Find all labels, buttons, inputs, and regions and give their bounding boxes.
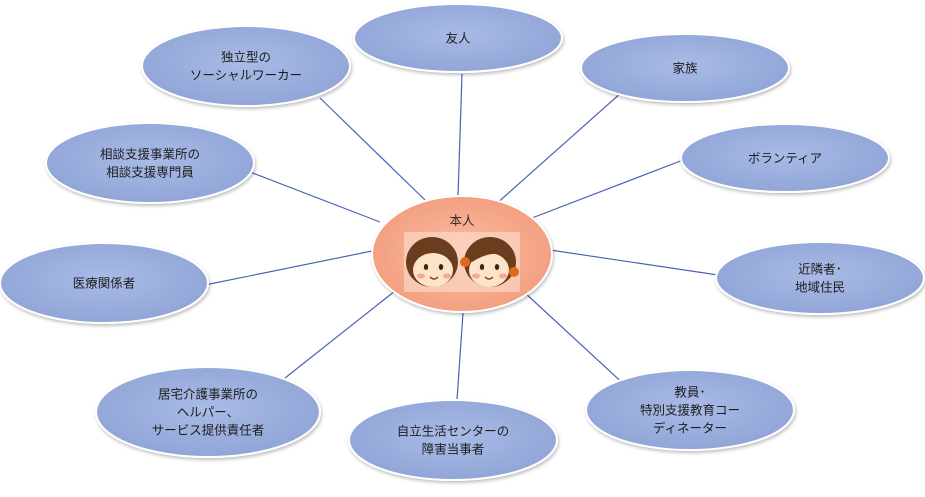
node-label-line: 自立生活センターの [397, 424, 510, 439]
node-label-line: 特別支援教育コー [640, 403, 740, 418]
node-label-line: 家族 [672, 61, 698, 76]
center-node: 本人 [371, 195, 553, 313]
node-family: 家族 [580, 33, 790, 103]
node-volunteer: ボランティア [680, 123, 890, 193]
connector-line [457, 73, 463, 197]
node-ellipse [95, 366, 321, 458]
node-label-line: 独立型の [221, 50, 271, 65]
boy-face-icon [406, 237, 458, 287]
node-ellipse [585, 369, 795, 451]
girl-face-icon [460, 237, 519, 287]
node-label-line: ソーシャルワーカー [190, 68, 302, 83]
node-ellipse [141, 25, 351, 107]
node-ellipse [580, 33, 790, 103]
node-ellipse [715, 241, 925, 315]
node-label-line: 医療関係者 [73, 276, 136, 291]
node-label-line: 友人 [445, 31, 471, 46]
node-label-line: 地域住民 [795, 280, 845, 295]
connector-line [204, 250, 373, 286]
connector-line [284, 290, 396, 379]
connector-line [319, 97, 426, 201]
node-neighbors: 近隣者･ 地域住民 [715, 241, 925, 315]
node-ellipse [0, 242, 209, 324]
connector-line [523, 291, 629, 389]
connector-lines [204, 73, 719, 401]
node-label-line: ボランティア [748, 151, 822, 166]
connector-line [494, 91, 623, 206]
node-label-line: 近隣者･ [798, 262, 842, 277]
node-friends: 友人 [353, 3, 563, 73]
connector-line [531, 159, 684, 219]
node-ellipse [353, 3, 563, 73]
center-label: 本人 [449, 213, 475, 228]
connector-line [456, 312, 464, 401]
node-ellipse [45, 122, 255, 204]
node-label-line: 居宅介護事業所の [158, 387, 258, 402]
node-label-line: 教員･ [674, 385, 705, 400]
node-label-line: 相談支援専門員 [106, 165, 194, 180]
connector-line [549, 249, 719, 276]
node-label-line: ディネーター [653, 421, 727, 436]
node-ellipse [348, 399, 558, 481]
node-medical: 医療関係者 [0, 242, 209, 324]
children-illustration [404, 232, 520, 292]
node-label-line: 障害当事者 [422, 442, 485, 457]
node-label-line: サービス提供責任者 [152, 423, 265, 438]
connector-line [249, 171, 381, 223]
node-ellipse [680, 123, 890, 193]
node-label-line: ヘルパー、 [177, 405, 239, 420]
node-label-line: 相談支援事業所の [100, 147, 200, 162]
